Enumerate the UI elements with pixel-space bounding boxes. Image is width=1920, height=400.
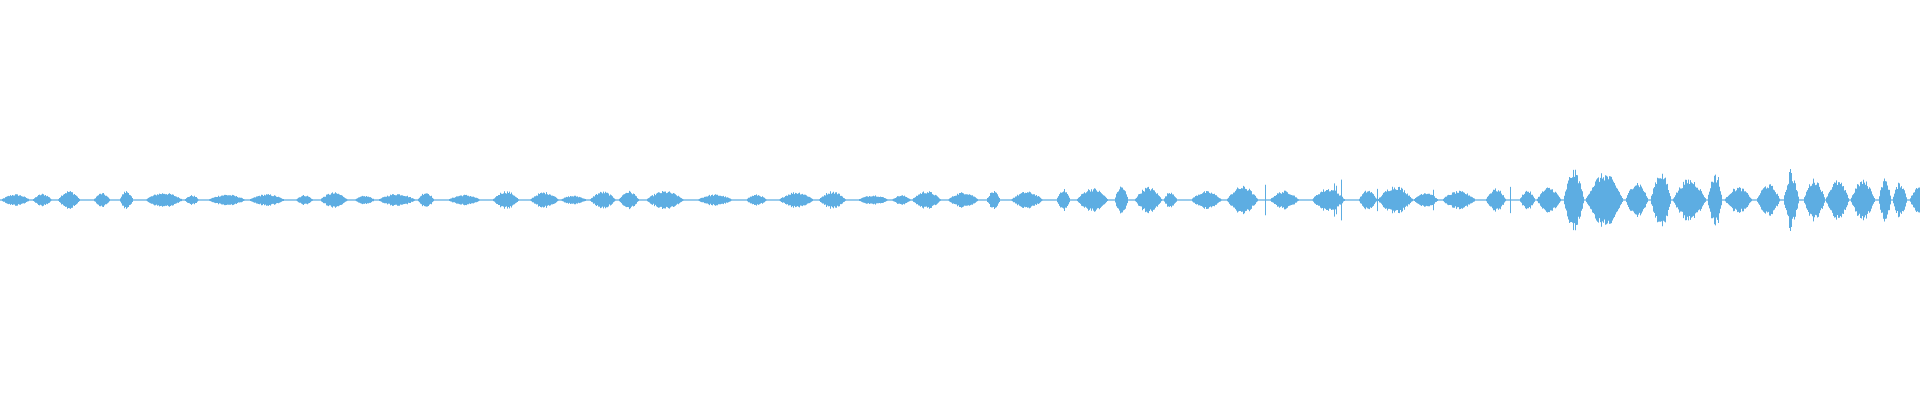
waveform-path <box>0 169 1920 231</box>
